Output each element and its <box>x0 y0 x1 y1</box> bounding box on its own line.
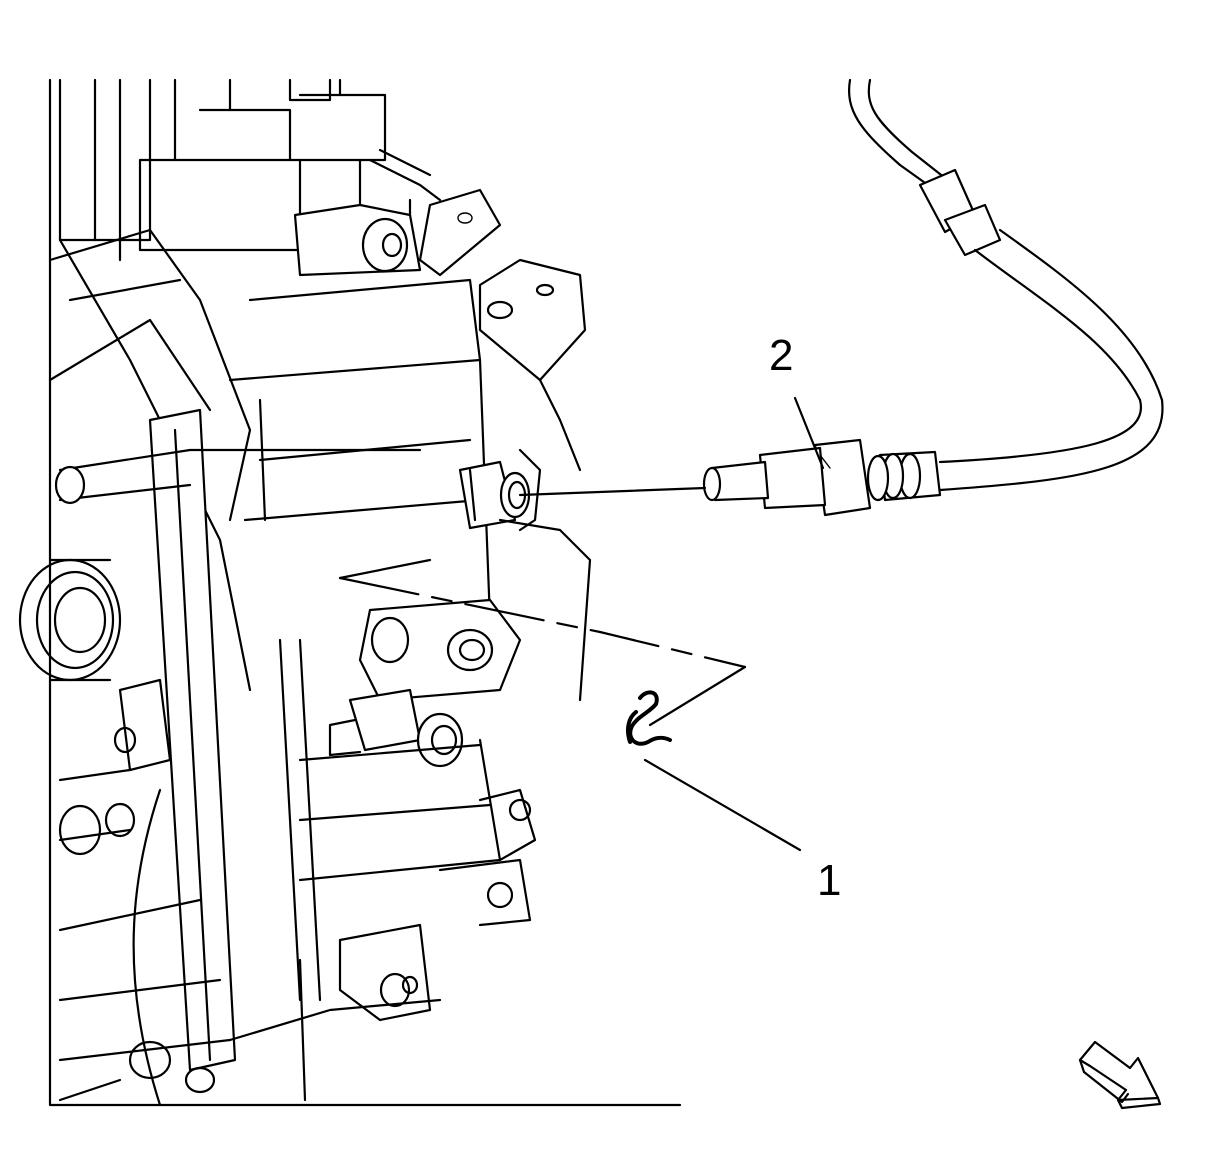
retainer-clip <box>626 690 672 746</box>
sensor-with-harness <box>702 78 1164 517</box>
leader-lines <box>338 396 825 852</box>
callout-label-1: 1 <box>817 856 841 905</box>
transmission-housing <box>18 78 682 1107</box>
view-direction-arrow-icon <box>1078 1040 1162 1110</box>
callout-label-2: 2 <box>769 331 793 380</box>
